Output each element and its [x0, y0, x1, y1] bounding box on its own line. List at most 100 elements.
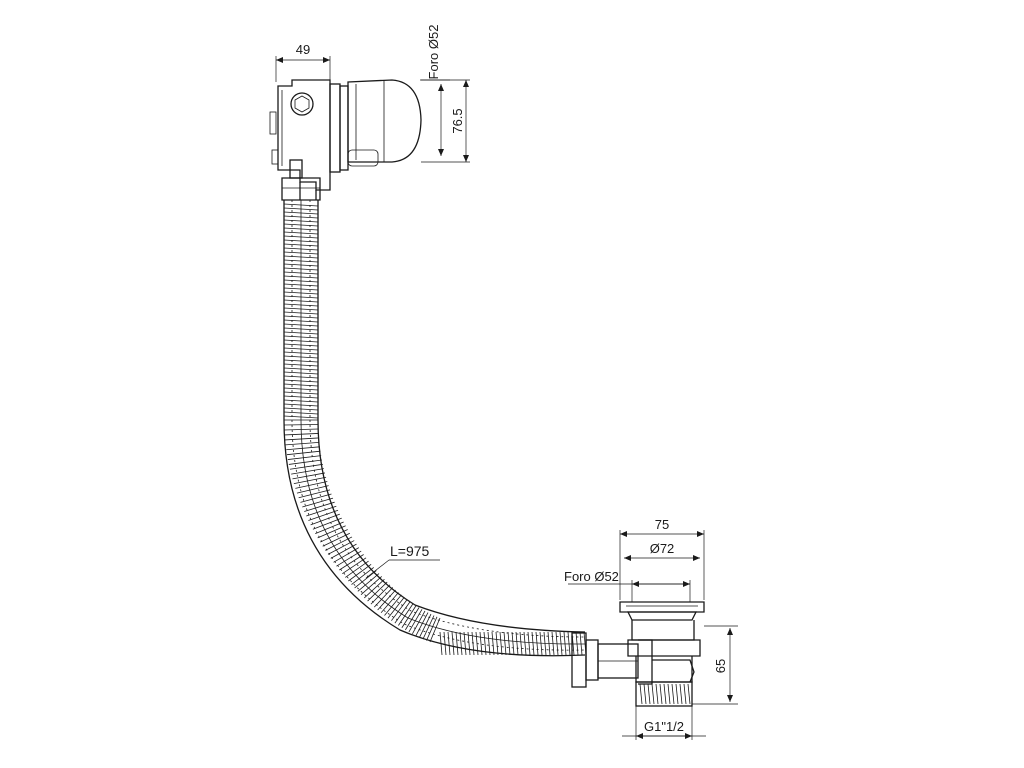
hose-rib [283, 227, 319, 231]
thread-line [687, 683, 691, 705]
hose-rib [295, 481, 328, 489]
hose-rib [443, 631, 447, 656]
hose-rib [283, 375, 319, 379]
hose-rib [283, 367, 319, 371]
hose-rib [283, 219, 319, 223]
hose-rib [283, 207, 319, 211]
hose-rib [283, 311, 319, 315]
hose-rib [348, 563, 372, 582]
thread-line [683, 683, 687, 705]
dim-label-thread: G1"1/2 [644, 719, 684, 734]
hose-rib [547, 631, 551, 656]
hose-rib [283, 315, 319, 319]
thread-line [639, 683, 643, 705]
hose-rib [283, 359, 319, 363]
hose-rib [283, 399, 319, 403]
hose-rib [336, 550, 362, 567]
hose-rib [298, 489, 331, 499]
hose-rib [283, 291, 319, 295]
hose-rib [283, 251, 319, 255]
hose-rib [283, 411, 319, 415]
hose-rib [283, 303, 319, 307]
hose-rib [527, 631, 531, 656]
hose-rib [283, 387, 319, 391]
hose-rib [357, 573, 380, 592]
hose-rib [289, 463, 323, 470]
hose-rib [292, 472, 326, 480]
hose-rib [283, 211, 319, 215]
hose-rib [283, 235, 319, 239]
thread-line [679, 683, 683, 705]
hose-rib [283, 259, 319, 263]
hose-rib [499, 631, 503, 656]
hose-rib [555, 631, 559, 656]
hose-rib [283, 383, 319, 387]
hose-rib [575, 631, 579, 656]
hose-rib [284, 433, 319, 436]
drain-assembly [571, 601, 705, 707]
thread-line [667, 683, 671, 705]
hose-rib [285, 441, 320, 446]
hose-rib [283, 323, 319, 327]
hose-rib [296, 485, 329, 494]
hose-rib [360, 576, 382, 595]
hose-rib [293, 476, 327, 485]
hose-rib [467, 631, 471, 656]
hose-rib [283, 231, 319, 235]
hose-rib [539, 631, 543, 656]
hose-rib [364, 579, 385, 599]
hose-rib [367, 581, 388, 602]
hose-rib [535, 631, 539, 656]
hose-rib [398, 603, 414, 626]
thread-line [643, 683, 647, 705]
hose-rib [405, 607, 420, 631]
hose-rib [483, 631, 487, 656]
thread-line [647, 683, 651, 705]
hose-rib [523, 631, 527, 656]
hose-rib [283, 215, 319, 219]
hose-rib [283, 295, 319, 299]
hose-rib [373, 587, 394, 608]
hose-rib [283, 263, 319, 267]
hose-rib [447, 631, 451, 656]
hose-rib [563, 631, 567, 656]
hose-rib [283, 283, 319, 287]
hose-rib [354, 570, 377, 589]
hose-rib [422, 615, 435, 640]
hose-rib [415, 612, 429, 636]
hose-rib [319, 529, 348, 543]
hose-rib [322, 532, 351, 547]
hose-rib [317, 525, 346, 539]
hose-rib [401, 605, 417, 628]
hose-rib [370, 584, 391, 605]
dim-label-hose-length: L=975 [390, 543, 430, 559]
hose-rib [519, 631, 523, 656]
hose-rib [283, 379, 319, 383]
dim-label-65: 65 [713, 659, 728, 673]
hose-rib [471, 631, 475, 656]
thread-line [651, 683, 655, 705]
hose-rib [345, 560, 369, 578]
hose-rib [455, 631, 459, 656]
hose-rib [283, 271, 319, 275]
dim-label-75: 75 [655, 517, 669, 532]
hose-rib [515, 631, 519, 656]
hose-rib [283, 363, 319, 367]
hose-rib [503, 631, 507, 656]
hose-rib [567, 631, 571, 656]
hose-rib [283, 279, 319, 283]
hose-rib [487, 631, 491, 656]
hose-rib [287, 455, 322, 460]
hose-rib [579, 631, 583, 656]
hose-rib [284, 428, 319, 431]
hose-rib [283, 355, 319, 359]
hose-rib [288, 459, 323, 465]
hose-rib [283, 391, 319, 395]
hose-rib [475, 631, 479, 656]
dim-label-drain-hole: Foro Ø52 [564, 569, 619, 584]
hose-rib [283, 203, 319, 207]
hose-rib [543, 631, 547, 656]
hose-rib [283, 299, 319, 303]
hose-rib [531, 631, 535, 656]
